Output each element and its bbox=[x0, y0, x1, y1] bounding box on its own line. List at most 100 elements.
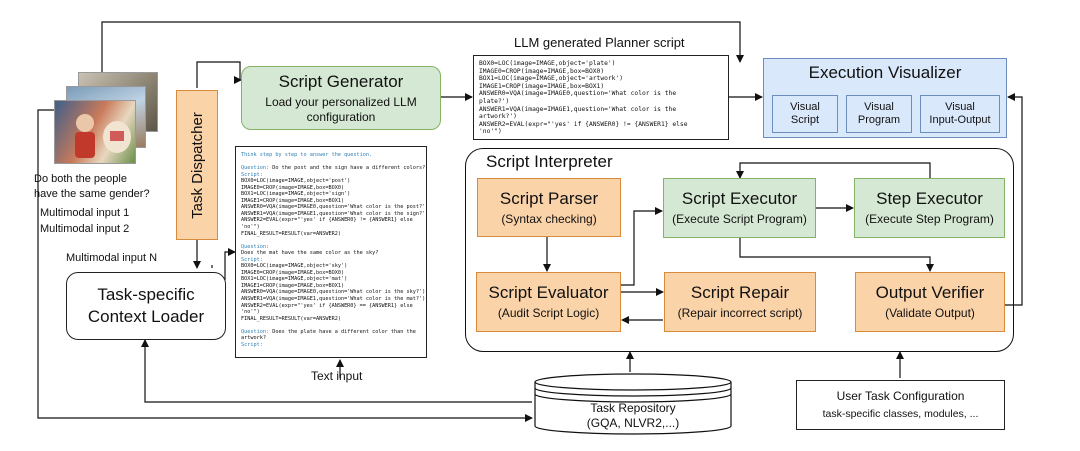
context-loader-label: Task-specific Context Loader bbox=[87, 285, 205, 326]
script-repair-sub: (Repair incorrect script) bbox=[677, 306, 803, 320]
step-executor-title: Step Executor bbox=[876, 189, 983, 208]
prompt-line: BOX1=LOC(image=IMAGE,object='sign') bbox=[241, 191, 351, 198]
planner-caption: LLM generated Planner script bbox=[514, 35, 685, 50]
script-evaluator-title: Script Evaluator bbox=[488, 283, 609, 302]
prompt-line: Question: Do the post and the sign have … bbox=[241, 165, 425, 172]
planner-line: 'no'") bbox=[479, 128, 502, 136]
prompt-text-block: Think step by step to answer the questio… bbox=[235, 146, 427, 358]
step-executor-sub: (Execute Step Program) bbox=[865, 212, 994, 226]
output-verifier: Output Verifier (Validate Output) bbox=[855, 272, 1005, 332]
task-repository-title: Task Repository bbox=[590, 401, 676, 415]
planner-script: BOX0=LOC(image=IMAGE,object='plate')IMAG… bbox=[473, 55, 729, 140]
user-task-configuration: User Task Configuration task-specific cl… bbox=[796, 380, 1005, 430]
script-interpreter-title: Script Interpreter bbox=[486, 152, 613, 171]
planner-line: artwork?') bbox=[479, 113, 517, 121]
prompt-line: ANSWER2=EVAL(expr="'yes' if {ANSWER0} ==… bbox=[241, 302, 413, 309]
prompt-line: IMAGE0=CROP(image=IMAGE,box=BOX0) bbox=[241, 269, 345, 276]
prompt-line: IMAGE0=CROP(image=IMAGE,box=BOX0) bbox=[241, 184, 345, 191]
arrow-step-to-executor bbox=[736, 162, 931, 179]
prompt-line: FINAL_RESULT=RESULT(var=ANSWER2) bbox=[241, 230, 341, 237]
planner-line: plate?') bbox=[479, 97, 510, 105]
prompt-line: ANSWER1=VQA(image=IMAGE1,question='What … bbox=[241, 296, 426, 303]
visual-script: Visual Script bbox=[772, 95, 838, 133]
script-interpreter bbox=[465, 148, 1014, 352]
prompt-line: Script: bbox=[241, 341, 263, 348]
prompt-question-text: Does the plate have a different color th… bbox=[269, 328, 416, 335]
step-executor: Step Executor (Execute Step Program) bbox=[854, 178, 1005, 238]
task-repository-cylinder bbox=[534, 373, 732, 435]
prompt-line: Question: bbox=[241, 243, 270, 250]
script-executor-title: Script Executor bbox=[681, 189, 798, 208]
prompt-line: BOX0=LOC(image=IMAGE,object='post') bbox=[241, 178, 351, 185]
prompt-line: IMAGE1=CROP(image=IMAGE,box=BOX1) bbox=[241, 282, 345, 289]
script-evaluator-sub: (Audit Script Logic) bbox=[497, 306, 600, 320]
prompt-line: artwork? bbox=[241, 335, 266, 342]
arrow-photos-to-repository bbox=[37, 109, 533, 422]
planner-line: ANSWER1=VQA(image=IMAGE1,question='What … bbox=[479, 105, 677, 113]
arrow-evaluator-to-executor bbox=[620, 207, 663, 286]
multimodal-input-n-label: Multimodal input N bbox=[66, 252, 158, 264]
script-generator-title: Script Generator bbox=[278, 71, 404, 91]
script-repair-title: Script Repair bbox=[690, 283, 790, 302]
prompt-line: ANSWER0=VQA(image=IMAGE0,question='What … bbox=[241, 204, 427, 211]
photo-question: Do both the people have the same gender? bbox=[34, 173, 150, 200]
prompt-line: Does the mat have the same color as the … bbox=[241, 250, 379, 257]
visual-input-output-label: Visual Input-Output bbox=[929, 101, 991, 126]
prompt-line: 'no'") bbox=[241, 224, 260, 231]
planner-line: IMAGE1=CROP(image=IMAGE,box=BOX1) bbox=[479, 82, 605, 90]
output-verifier-title: Output Verifier bbox=[875, 283, 985, 302]
task-dispatcher-label: Task Dispatcher bbox=[188, 111, 206, 219]
arrow-executor-to-verifier bbox=[739, 238, 934, 272]
prompt-line: FINAL_RESULT=RESULT(var=ANSWER2) bbox=[241, 315, 341, 322]
script-parser: Script Parser (Syntax checking) bbox=[477, 178, 621, 237]
planner-line: BOX0=LOC(image=IMAGE,object='plate') bbox=[479, 60, 616, 67]
script-executor: Script Executor (Execute Script Program) bbox=[663, 178, 816, 238]
prompt-question-marker: Question: bbox=[241, 165, 270, 172]
prompt-line: Script: bbox=[241, 171, 263, 178]
arrow-repository-to-loader bbox=[141, 339, 532, 403]
child-figure-icon bbox=[75, 114, 131, 158]
prompt-line: ANSWER2=EVAL(expr="'yes' if {ANSWER0} !=… bbox=[241, 217, 413, 224]
planner-line: ANSWER0=VQA(image=IMAGE0,question='What … bbox=[479, 90, 677, 98]
prompt-line: BOX1=LOC(image=IMAGE,object='mat') bbox=[241, 276, 348, 283]
prompt-line: 'no'") bbox=[241, 309, 260, 316]
context-loader: Task-specific Context Loader bbox=[66, 272, 226, 340]
multimodal-input-1-label: Multimodal input 1 bbox=[40, 207, 130, 219]
prompt-line: ANSWER0=VQA(image=IMAGE0,question='What … bbox=[241, 289, 426, 296]
planner-line: BOX1=LOC(image=IMAGE,object='artwork') bbox=[479, 75, 624, 83]
visual-script-label: Visual Script bbox=[790, 101, 820, 126]
prompt-line: Script: bbox=[241, 256, 263, 263]
visual-input-output: Visual Input-Output bbox=[920, 95, 1000, 133]
script-evaluator: Script Evaluator (Audit Script Logic) bbox=[476, 272, 621, 332]
execution-visualizer-title: Execution Visualizer bbox=[808, 63, 962, 82]
user-config-title: User Task Configuration bbox=[836, 389, 965, 403]
prompt-line: Question: Does the plate have a differen… bbox=[241, 329, 421, 336]
arrow-photos-to-visualizer bbox=[101, 21, 744, 75]
visual-program-label: Visual Program bbox=[857, 101, 901, 126]
task-dispatcher: Task Dispatcher bbox=[176, 90, 218, 240]
prompt-question-marker: Question: bbox=[241, 328, 270, 335]
prompt-line: ANSWER1=VQA(image=IMAGE1,question='What … bbox=[241, 210, 427, 217]
script-parser-title: Script Parser bbox=[499, 188, 599, 208]
prompt-line: BOX0=LOC(image=IMAGE,object='sky') bbox=[241, 263, 348, 270]
planner-line: IMAGE0=CROP(image=IMAGE,box=BOX0) bbox=[479, 67, 605, 75]
user-config-sub: task-specific classes, modules, ... bbox=[822, 408, 979, 420]
task-repository-sub: (GQA, NLVR2,...) bbox=[586, 416, 680, 430]
prompt-question-text: Do the post and the sign have a differen… bbox=[269, 165, 426, 172]
script-generator: Script Generator Load your personalized … bbox=[241, 66, 441, 130]
script-generator-subtitle: Load your personalized LLM configuration bbox=[265, 94, 417, 124]
prompt-line: Think step by step to answer the questio… bbox=[241, 152, 373, 158]
multimodal-input-2-label: Multimodal input 2 bbox=[40, 223, 130, 235]
arrow-loader-to-prompt bbox=[224, 248, 236, 280]
planner-line: ANSWER2=EVAL(expr="'yes' if {ANSWER0} !=… bbox=[479, 120, 688, 128]
script-parser-sub: (Syntax checking) bbox=[501, 211, 597, 226]
output-verifier-sub: (Validate Output) bbox=[885, 306, 975, 320]
script-executor-sub: (Execute Script Program) bbox=[672, 212, 807, 226]
arrow-dispatcher-to-generator bbox=[196, 61, 242, 88]
visual-program: Visual Program bbox=[846, 95, 912, 133]
script-repair: Script Repair (Repair incorrect script) bbox=[664, 272, 816, 332]
multimodal-image-front bbox=[54, 100, 136, 164]
text-input-label: Text input bbox=[311, 369, 363, 383]
